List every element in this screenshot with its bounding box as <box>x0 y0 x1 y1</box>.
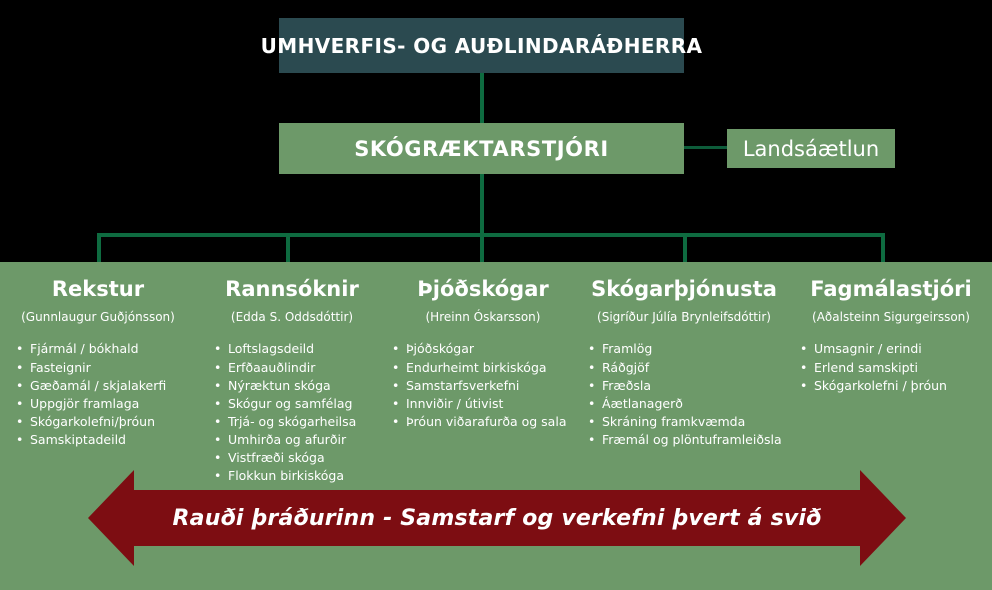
division-person: (Sigríður Júlía Brynleifsdóttir) <box>597 310 771 325</box>
division-item-list: Framlög Ráðgjöf Fræðsla Áætlanagerð Skrá… <box>578 324 790 449</box>
division-item: Fasteignir <box>12 359 196 377</box>
connector-drop-3 <box>480 233 484 264</box>
division-person: (Hreinn Óskarsson) <box>425 310 541 325</box>
division-item: Þróun viðarafurða og sala <box>388 413 578 431</box>
connector-director-to-plan <box>684 146 727 149</box>
division-item: Ráðgjöf <box>584 359 790 377</box>
division-item: Nýræktun skóga <box>210 377 388 395</box>
division-item: Endurheimt birkiskóga <box>388 359 578 377</box>
division-item: Uppgjör framlaga <box>12 395 196 413</box>
director-node-label: SKÓGRÆKTARSTJÓRI <box>354 136 609 161</box>
division-column-rannsoknir: Rannsóknir (Edda S. Oddsdóttir) Loftslag… <box>196 262 388 485</box>
division-item: Loftslagsdeild <box>210 340 388 358</box>
connector-drop-5 <box>881 233 885 264</box>
connector-drop-4 <box>683 233 687 264</box>
division-item: Innviðir / útivist <box>388 395 578 413</box>
connector-director-to-bus <box>480 174 484 236</box>
division-column-thjodskogar: Þjóðskógar (Hreinn Óskarsson) Þjóðskógar… <box>388 262 578 431</box>
division-person: (Gunnlaugur Guðjónsson) <box>21 310 175 325</box>
division-item: Umsagnir / erindi <box>796 340 992 358</box>
division-item: Trjá- og skógarheilsa <box>210 413 388 431</box>
division-title: Þjóðskógar <box>417 277 549 301</box>
connector-drop-1 <box>97 233 101 264</box>
division-item: Flokkun birkiskóga <box>210 467 388 485</box>
division-title: Fagmálastjóri <box>810 277 972 301</box>
connector-bus-horizontal <box>97 233 885 237</box>
division-item: Skráning framkvæmda <box>584 413 790 431</box>
division-item: Erfðaauðlindir <box>210 359 388 377</box>
division-person: (Edda S. Oddsdóttir) <box>230 310 354 325</box>
division-column-skogarthjonusta: Skógarþjónusta (Sigríður Júlía Brynleifs… <box>578 262 790 449</box>
division-item: Samskiptadeild <box>12 431 196 449</box>
double-arrow-icon <box>88 470 906 566</box>
division-item-list: Fjármál / bókhald Fasteignir Gæðamál / s… <box>0 324 196 449</box>
divisions-panel: Rekstur (Gunnlaugur Guðjónsson) Fjármál … <box>0 262 992 590</box>
division-column-fagmalastjori: Fagmálastjóri (Aðalsteinn Sigurgeirsson)… <box>790 262 992 395</box>
side-node-landsaaetlun: Landsáætlun <box>727 129 895 168</box>
division-title: Skógarþjónusta <box>591 277 777 301</box>
division-item: Vistfræði skóga <box>210 449 388 467</box>
division-item-list: Þjóðskógar Endurheimt birkiskóga Samstar… <box>388 324 578 431</box>
division-item: Framlög <box>584 340 790 358</box>
director-node: SKÓGRÆKTARSTJÓRI <box>279 123 684 174</box>
division-item: Samstarfsverkefni <box>388 377 578 395</box>
connector-minister-to-director <box>480 73 484 123</box>
division-item: Umhirða og afurðir <box>210 431 388 449</box>
division-item: Gæðamál / skjalakerfi <box>12 377 196 395</box>
division-item: Erlend samskipti <box>796 359 992 377</box>
division-title: Rekstur <box>51 277 145 301</box>
divisions-columns: Rekstur (Gunnlaugur Guðjónsson) Fjármál … <box>0 262 992 485</box>
minister-node-label: UMHVERFIS- OG AUÐLINDARÁÐHERRA <box>260 33 703 58</box>
division-item-list: Loftslagsdeild Erfðaauðlindir Nýræktun s… <box>196 324 388 485</box>
division-item: Skógur og samfélag <box>210 395 388 413</box>
division-item: Fjármál / bókhald <box>12 340 196 358</box>
collaboration-banner: Rauði þráðurinn - Samstarf og verkefni þ… <box>88 470 906 566</box>
division-item: Skógarkolefni / þróun <box>796 377 992 395</box>
collaboration-banner-label: Rauði þráðurinn - Samstarf og verkefni þ… <box>172 505 822 531</box>
division-item-list: Umsagnir / erindi Erlend samskipti Skóga… <box>790 324 992 395</box>
division-item: Þjóðskógar <box>388 340 578 358</box>
division-item: Áætlanagerð <box>584 395 790 413</box>
minister-node: UMHVERFIS- OG AUÐLINDARÁÐHERRA <box>261 18 702 73</box>
division-column-rekstur: Rekstur (Gunnlaugur Guðjónsson) Fjármál … <box>0 262 196 449</box>
division-item: Fræðsla <box>584 377 790 395</box>
division-person: (Aðalsteinn Sigurgeirsson) <box>812 310 970 325</box>
connector-drop-2 <box>286 233 290 264</box>
division-item: Skógarkolefni/þróun <box>12 413 196 431</box>
division-item: Fræmál og plöntuframleiðsla <box>584 431 790 449</box>
side-node-label: Landsáætlun <box>742 136 880 161</box>
division-title: Rannsóknir <box>225 277 359 301</box>
